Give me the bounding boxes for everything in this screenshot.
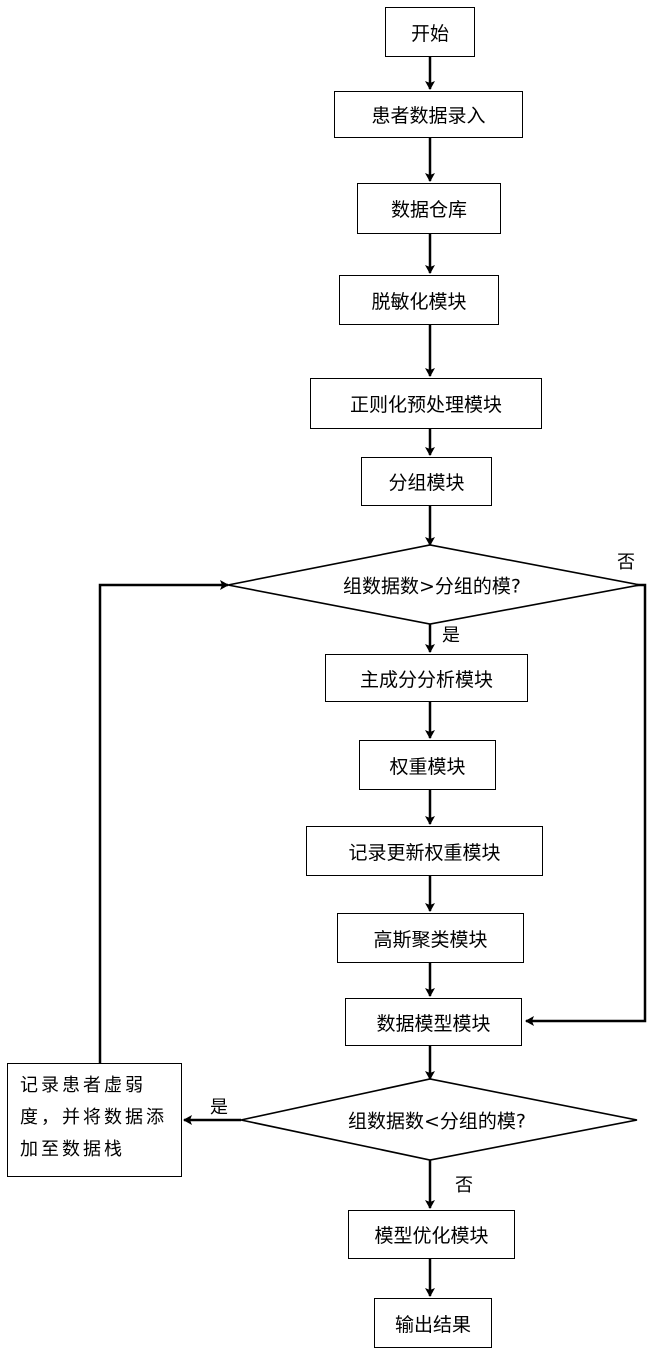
decision-2-yes-label: 是 — [210, 1093, 228, 1119]
node-output-result: 输出结果 — [374, 1298, 492, 1348]
decision-1-no-label: 否 — [617, 548, 635, 574]
decision-2-no-label: 否 — [455, 1171, 473, 1197]
node-model-optimization-module: 模型优化模块 — [348, 1210, 515, 1259]
decision-2-text: 组数据数<分组的模? — [348, 1107, 526, 1134]
node-weight-module: 权重模块 — [359, 740, 496, 790]
node-grouping-module: 分组模块 — [361, 457, 492, 506]
node-gaussian-cluster-module: 高斯聚类模块 — [337, 913, 524, 963]
record-patient-line-1: 记录患者虚弱 — [20, 1070, 181, 1102]
node-start: 开始 — [385, 7, 475, 57]
node-desensitization-module: 脱敏化模块 — [339, 275, 499, 325]
node-data-warehouse: 数据仓库 — [357, 183, 501, 234]
edge-record-loop-to-decision1 — [100, 585, 228, 1063]
node-patient-data-input: 患者数据录入 — [334, 91, 523, 138]
record-patient-line-2: 度，并将数据添 — [20, 1102, 181, 1134]
node-regularization-module: 正则化预处理模块 — [310, 378, 542, 429]
edge-decision1-no-to-data-model — [526, 585, 645, 1021]
record-patient-line-3: 加至数据栈 — [20, 1134, 181, 1166]
node-pca-module: 主成分分析模块 — [325, 654, 528, 702]
node-record-patient-frailty: 记录患者虚弱 度，并将数据添 加至数据栈 — [7, 1063, 182, 1177]
node-data-model-module: 数据模型模块 — [345, 998, 522, 1046]
decision-1-text: 组数据数>分组的模? — [343, 572, 521, 599]
decision-1-yes-label: 是 — [442, 621, 460, 647]
node-record-weight-module: 记录更新权重模块 — [306, 826, 543, 876]
